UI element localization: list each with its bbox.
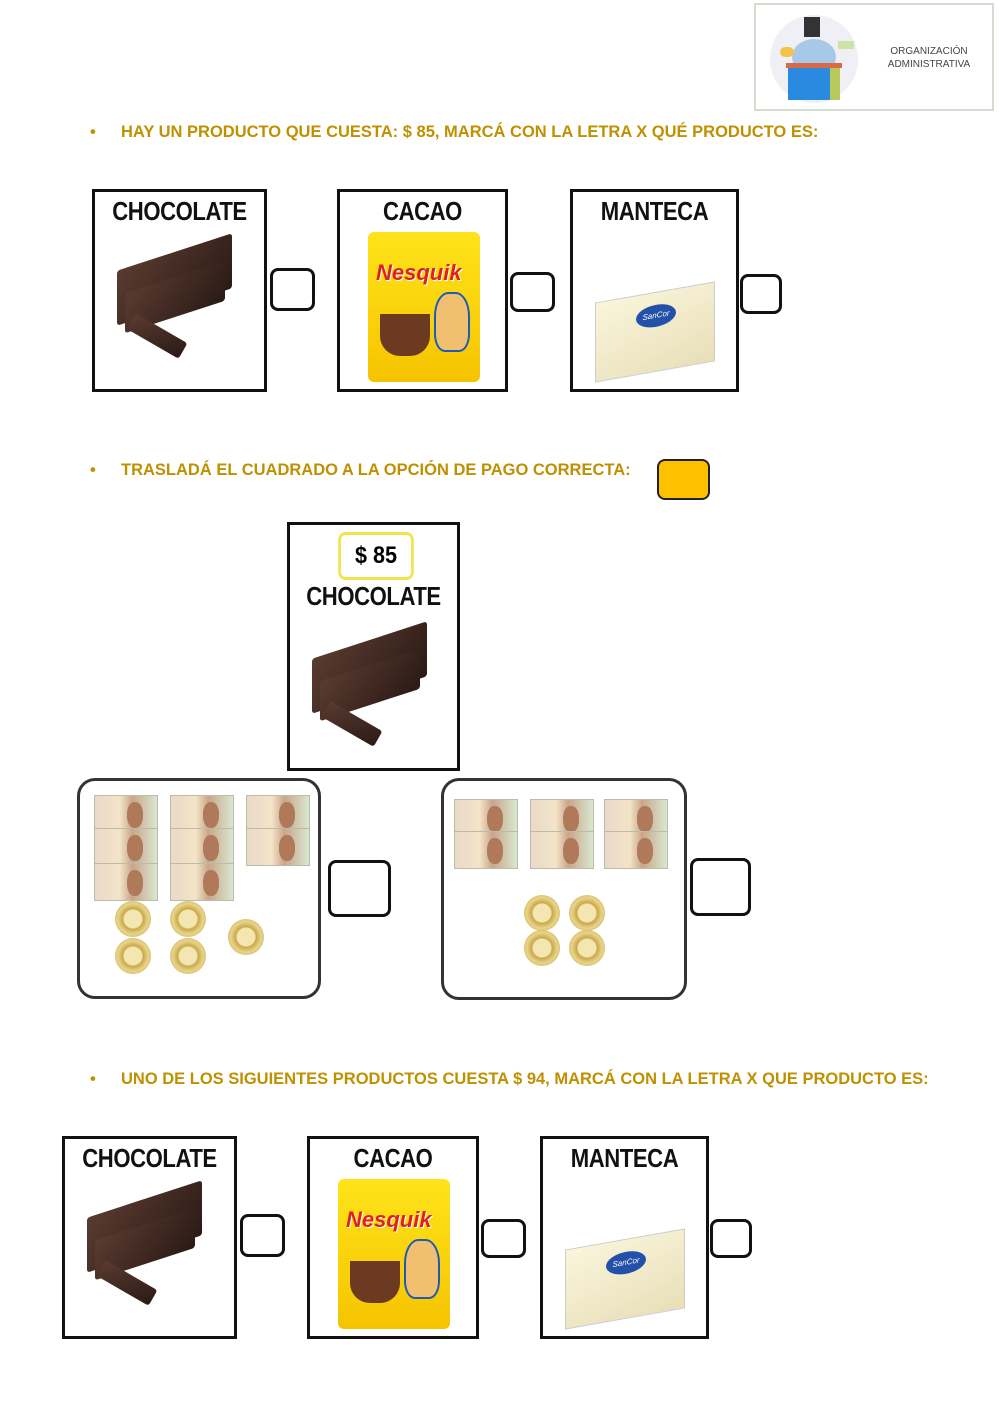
payment-checkbox-1[interactable] — [328, 860, 391, 917]
chocolate-image — [302, 620, 432, 747]
instruction-3: UNO DE LOS SIGUIENTES PRODUCTOS CUESTA $… — [90, 1070, 929, 1089]
logo-line2: ADMINISTRATIVA — [887, 59, 971, 70]
chocolate-image — [107, 232, 237, 359]
product-label: MANTECA — [600, 196, 709, 226]
payment-option-2[interactable] — [441, 778, 687, 1000]
product-label: CACAO — [383, 196, 462, 226]
product-label: CHOCOLATE — [112, 196, 247, 226]
instruction-2: TRASLADÁ EL CUADRADO A LA OPCIÓN DE PAGO… — [90, 461, 631, 480]
product-card-chocolate: CHOCOLATE — [92, 189, 267, 392]
priced-product-card: $ 85 CHOCOLATE — [287, 522, 460, 771]
logo-line1: ORGANIZACIÓN — [890, 46, 968, 57]
payment-option-1[interactable] — [77, 778, 321, 999]
cacao-image: Nesquik — [368, 232, 480, 382]
product-card-manteca: MANTECA SanCor — [540, 1136, 709, 1339]
price-tag: $ 85 — [338, 532, 414, 580]
payment-checkbox-2[interactable] — [690, 858, 751, 916]
instruction-1: HAY UN PRODUCTO QUE CUESTA: $ 85, MARCÁ … — [90, 123, 818, 142]
answer-checkbox-manteca[interactable] — [740, 274, 782, 314]
draggable-square[interactable] — [657, 459, 710, 500]
product-card-chocolate: CHOCOLATE — [62, 1136, 237, 1339]
answer-checkbox-cacao-2[interactable] — [481, 1219, 526, 1258]
product-card-cacao: CACAO Nesquik — [307, 1136, 479, 1339]
product-label: MANTECA — [570, 1143, 679, 1173]
butter-image: SanCor — [565, 1228, 685, 1330]
answer-checkbox-cacao[interactable] — [510, 272, 555, 312]
answer-checkbox-manteca-2[interactable] — [710, 1219, 752, 1258]
logo: ORGANIZACIÓN ADMINISTRATIVA — [754, 3, 994, 111]
answer-checkbox-chocolate[interactable] — [270, 268, 315, 311]
answer-checkbox-chocolate-2[interactable] — [240, 1214, 285, 1257]
building-icon — [770, 15, 858, 103]
cacao-image: Nesquik — [338, 1179, 450, 1329]
product-card-cacao: CACAO Nesquik — [337, 189, 508, 392]
product-card-manteca: MANTECA SanCor — [570, 189, 739, 392]
product-label: CACAO — [353, 1143, 433, 1173]
butter-image: SanCor — [595, 281, 715, 383]
chocolate-image — [77, 1179, 207, 1306]
product-label: CHOCOLATE — [306, 581, 441, 611]
product-label: CHOCOLATE — [82, 1143, 217, 1173]
